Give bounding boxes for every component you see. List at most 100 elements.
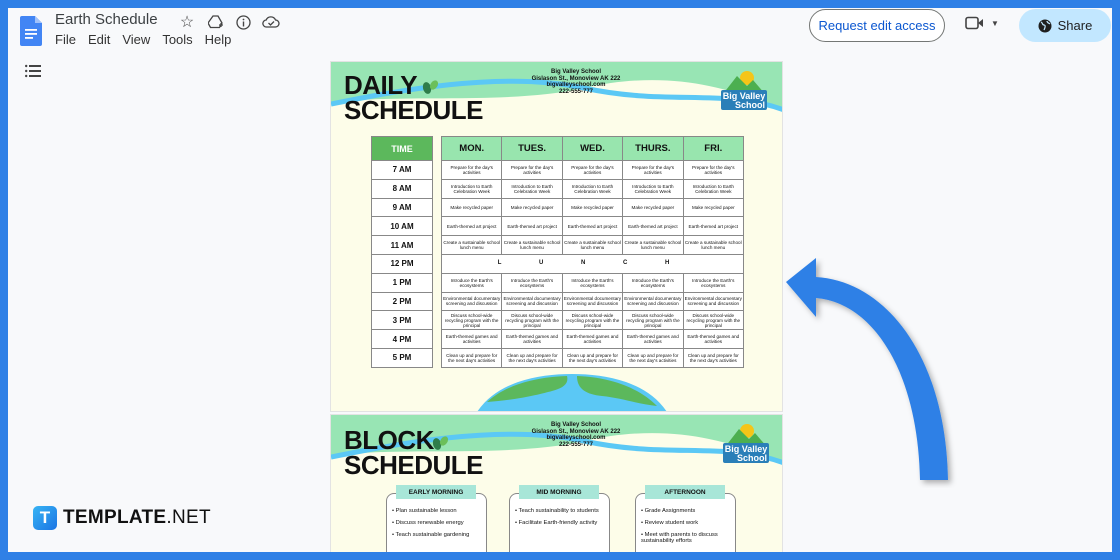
activity-cell: Prepare for the day's activities	[682, 160, 745, 180]
time-cell: 2 PM	[371, 291, 433, 312]
document-title[interactable]: Earth Schedule	[55, 11, 158, 28]
info-icon[interactable]	[234, 13, 252, 31]
block-item: Discuss renewable energy	[392, 520, 486, 526]
school-website: bigvalleyschool.com	[546, 435, 606, 441]
activity-cell: Create a sustainable school lunch menu	[561, 235, 624, 255]
block-mid-morning: Teach sustainability to students Facilit…	[509, 493, 610, 552]
activity-cell: Prepare for the day's activities	[501, 160, 563, 180]
activity-cell: Earth-themed games and activities	[622, 329, 684, 349]
school-info: Big Valley School Gislason St., Monoview…	[506, 69, 646, 95]
activity-cell: Introduction to Earth Celebration Week	[622, 178, 684, 199]
activity-cell: Prepare for the day's activities	[561, 160, 624, 180]
template-net-logo: T TEMPLATE.NET	[33, 506, 211, 530]
menu-file[interactable]: File	[55, 32, 76, 47]
activity-cell: Discuss school-wide recycling program wi…	[440, 310, 503, 331]
time-cell: 12 PM	[371, 253, 433, 274]
time-cell: 4 PM	[371, 329, 433, 349]
activity-cell: Earth-themed art project	[561, 216, 624, 237]
menu-tools[interactable]: Tools	[162, 32, 193, 47]
block-label: AFTERNOON	[645, 485, 725, 499]
activity-cell: Make recycled paper	[501, 197, 563, 218]
menu-edit[interactable]: Edit	[87, 32, 111, 47]
day-header: WED.	[561, 136, 624, 161]
cloud-status-icon[interactable]	[262, 13, 280, 31]
school-name: Big Valley School	[550, 422, 601, 428]
time-cell: 3 PM	[371, 310, 433, 331]
block-label: EARLY MORNING	[396, 485, 476, 499]
activity-cell: Earth-themed art project	[622, 216, 684, 237]
template-logo-mark: T	[33, 506, 57, 530]
activity-cell: Clean up and prepare for the next day's …	[440, 347, 503, 368]
table-row: L U N C H	[441, 253, 744, 274]
docs-header: Earth Schedule ☆ File Edit View Tools He…	[8, 8, 1112, 58]
svg-text:Big Valley: Big Valley	[725, 444, 768, 454]
lunch-cell: L U N C H	[441, 253, 744, 274]
activity-cell: Introduce the Earth's ecosystems	[622, 272, 684, 293]
school-address: Gislason St., Monoview AK 222	[531, 75, 621, 82]
time-header: TIME	[371, 136, 433, 161]
activity-cell: Introduction to Earth Celebration Week	[501, 178, 563, 199]
activity-cell: Make recycled paper	[561, 197, 624, 218]
activity-cell: Discuss school-wide recycling program wi…	[622, 310, 684, 331]
block-item: Review student work	[641, 520, 735, 526]
school-phone: 222-555-777	[558, 88, 594, 95]
block-afternoon: Grade Assignments Review student work Me…	[635, 493, 736, 552]
activity-cell: Environmental documentary screening and …	[440, 291, 503, 312]
curved-arrow-icon	[786, 258, 948, 480]
activity-cell: Clean up and prepare for the next day's …	[622, 347, 684, 368]
block-item: Teach sustainability to students	[515, 508, 609, 514]
activity-cell: Earth-themed games and activities	[561, 329, 624, 349]
activity-cell: Introduce the Earth's ecosystems	[501, 272, 563, 293]
activity-cell: Create a sustainable school lunch menu	[501, 235, 563, 255]
page-title-line1: BLOCK	[344, 425, 434, 455]
chevron-down-icon: ▼	[991, 18, 999, 28]
share-button[interactable]: Share	[1019, 9, 1111, 42]
earth-illustration	[477, 374, 667, 411]
block-item: Facilitate Earth-friendly activity	[515, 520, 609, 526]
svg-text:Big Valley: Big Valley	[723, 91, 766, 101]
activity-cell: Create a sustainable school lunch menu	[622, 235, 684, 255]
activity-cell: Earth-themed art project	[440, 216, 503, 237]
time-column-table: TIME 7 AM 8 AM 9 AM 10 AM 11 AM 12 PM 1 …	[371, 136, 433, 368]
svg-text:School: School	[735, 100, 765, 110]
menu-view[interactable]: View	[122, 32, 151, 47]
google-docs-icon[interactable]	[20, 16, 42, 46]
move-to-drive-icon[interactable]	[206, 13, 224, 31]
template-logo-text: TEMPLATE.NET	[63, 507, 211, 528]
document-page-daily-schedule: DAILY SCHEDULE Big Valley School Gislaso…	[330, 61, 783, 412]
menu-help[interactable]: Help	[204, 32, 232, 47]
time-cell: 10 AM	[371, 216, 433, 237]
activity-cell: Prepare for the day's activities	[440, 160, 503, 180]
activity-cell: Environmental documentary screening and …	[622, 291, 684, 312]
day-header: FRI.	[682, 136, 745, 161]
star-icon[interactable]: ☆	[179, 14, 195, 31]
activity-cell: Discuss school-wide recycling program wi…	[682, 310, 745, 331]
school-phone: 222-555-777	[558, 441, 594, 448]
activity-cell: Earth-themed art project	[501, 216, 563, 237]
day-header: MON.	[440, 136, 503, 161]
leaf-icon	[432, 436, 449, 450]
activity-cell: Prepare for the day's activities	[622, 160, 684, 180]
document-outline-icon[interactable]	[25, 64, 41, 78]
time-cell: 5 PM	[371, 347, 433, 368]
block-early-morning: Plan sustainable lesson Discuss renewabl…	[386, 493, 487, 552]
request-edit-access-button[interactable]: Request edit access	[809, 9, 945, 42]
menu-bar: File Edit View Tools Help	[55, 32, 231, 47]
activity-cell: Environmental documentary screening and …	[561, 291, 624, 312]
activity-cell: Discuss school-wide recycling program wi…	[561, 310, 624, 331]
activity-cell: Introduce the Earth's ecosystems	[440, 272, 503, 293]
meet-button[interactable]: ▼	[965, 16, 999, 30]
table-row: Discuss school-wide recycling program wi…	[440, 310, 745, 331]
block-item: Grade Assignments	[641, 508, 735, 514]
weekly-schedule-table: MON. TUES. WED. THURS. FRI. Prepare for …	[440, 136, 745, 368]
document-page-block-schedule: BLOCK SCHEDULE Big Valley School Gislaso…	[330, 414, 783, 552]
page-title-line2: SCHEDULE	[344, 450, 484, 480]
activity-cell: Introduction to Earth Celebration Week	[440, 178, 503, 199]
activity-cell: Environmental documentary screening and …	[501, 291, 563, 312]
